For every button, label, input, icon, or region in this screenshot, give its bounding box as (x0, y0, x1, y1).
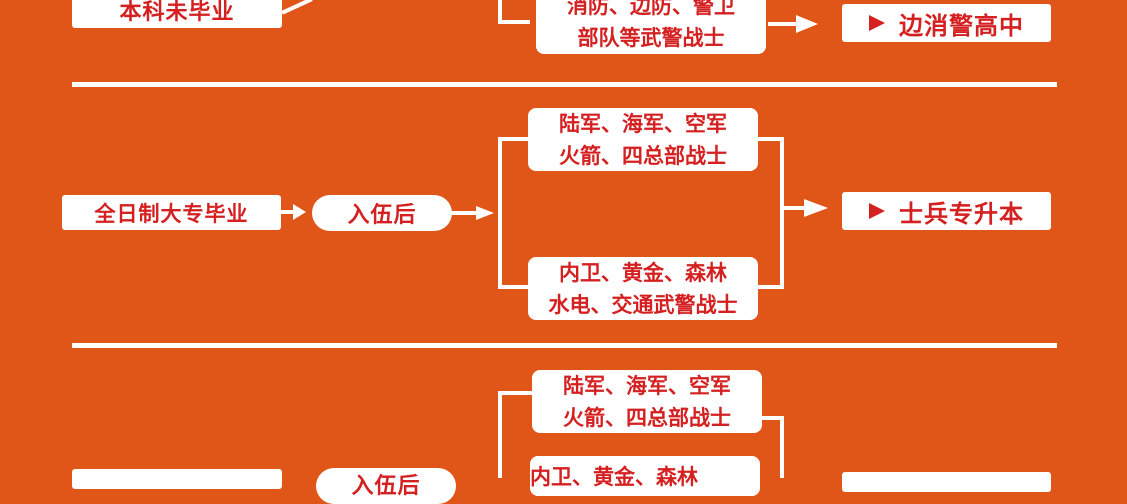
target-box-partial (842, 472, 1051, 492)
army-branch-line: 内卫、黄金、森林 (530, 465, 698, 489)
play-triangle-icon (869, 203, 885, 219)
target-label: 士兵专升本 (899, 199, 1024, 228)
flow-connectors (281, 0, 828, 478)
army-branch-box: 消防、边防、警卫 部队等武警战士 (536, 0, 766, 54)
target-label: 边消警高中 (899, 11, 1024, 40)
army-branch-line: 水电、交通武警战士 (548, 292, 738, 317)
connector-line (281, 0, 313, 15)
after-enlistment-pill: 入伍后 (312, 195, 452, 231)
army-branch-line: 陆军、海军、空军 (559, 111, 727, 136)
army-branch-box-bottom: 内卫、黄金、森林 (530, 456, 760, 496)
army-branch-box-top: 陆军、海军、空军 火箭、四总部战士 (528, 108, 758, 171)
bracket-line (758, 416, 784, 478)
play-triangle-icon (869, 15, 885, 31)
middle-label: 入伍后 (347, 203, 417, 228)
section-divider (72, 82, 1057, 87)
section-divider (72, 343, 1057, 348)
bracket-line (756, 137, 784, 289)
after-enlistment-pill: 入伍后 (316, 468, 456, 504)
bracket-line (498, 137, 528, 289)
start-label: 全日制大专毕业 (94, 201, 249, 226)
army-branch-line: 消防、边防、警卫 (567, 0, 735, 18)
army-branch-box-bottom: 内卫、黄金、森林 水电、交通武警战士 (528, 257, 758, 320)
start-box-undergrad-unfinished: 本科未毕业 (72, 0, 282, 28)
arrow-head-icon (796, 15, 818, 33)
army-branch-line: 火箭、四总部战士 (559, 143, 727, 168)
arrow-head-icon (804, 199, 828, 217)
start-box-college-graduate: 全日制大专毕业 (62, 195, 281, 230)
army-branch-line: 陆军、海军、空军 (563, 373, 731, 398)
start-box-partial (72, 469, 282, 489)
middle-label: 入伍后 (351, 474, 421, 499)
bracket-line (498, 391, 532, 478)
army-branch-line: 内卫、黄金、森林 (559, 260, 727, 285)
army-branch-box-top: 陆军、海军、空军 火箭、四总部战士 (532, 370, 762, 433)
arrow-head-icon (476, 206, 494, 220)
army-branch-line: 部队等武警战士 (577, 26, 725, 50)
army-branch-line: 火箭、四总部战士 (563, 405, 731, 430)
bracket-line (498, 0, 530, 24)
start-label: 本科未毕业 (119, 0, 235, 25)
target-box-border-fire-police-highschool: 边消警高中 (842, 4, 1051, 42)
arrow-head-icon (293, 204, 306, 220)
target-box-soldier-upgrade: 士兵专升本 (842, 192, 1051, 230)
